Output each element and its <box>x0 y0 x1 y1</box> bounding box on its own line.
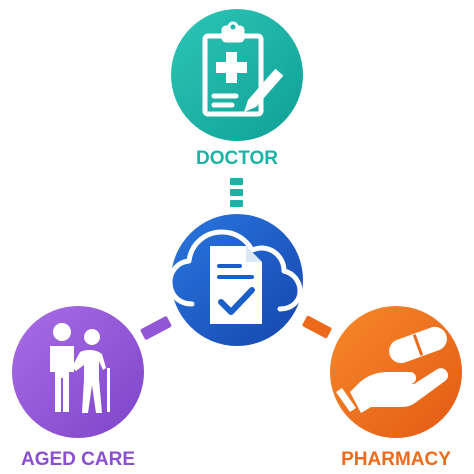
connector-doctor-center <box>230 178 243 207</box>
pharmacy-node <box>330 306 462 438</box>
cloud-icon <box>167 229 303 312</box>
hand-capsule-icon <box>336 326 449 413</box>
aged-care-circle <box>12 306 144 438</box>
center-node <box>167 214 303 346</box>
document-check-icon <box>210 246 262 324</box>
pharmacy-label: PHARMACY <box>341 449 451 470</box>
pencil-icon <box>244 67 285 112</box>
doctor-node <box>171 9 303 141</box>
connector-pharmacy-center <box>302 315 332 339</box>
clipboard-medical-icon <box>202 21 264 117</box>
doctor-label: DOCTOR <box>196 148 278 169</box>
aged-care-label: AGED CARE <box>21 449 135 470</box>
connector-aged-care-center <box>140 316 172 340</box>
elderly-couple-icon <box>50 323 110 413</box>
medical-cross-icon <box>216 52 247 83</box>
aged-care-node <box>12 306 144 438</box>
